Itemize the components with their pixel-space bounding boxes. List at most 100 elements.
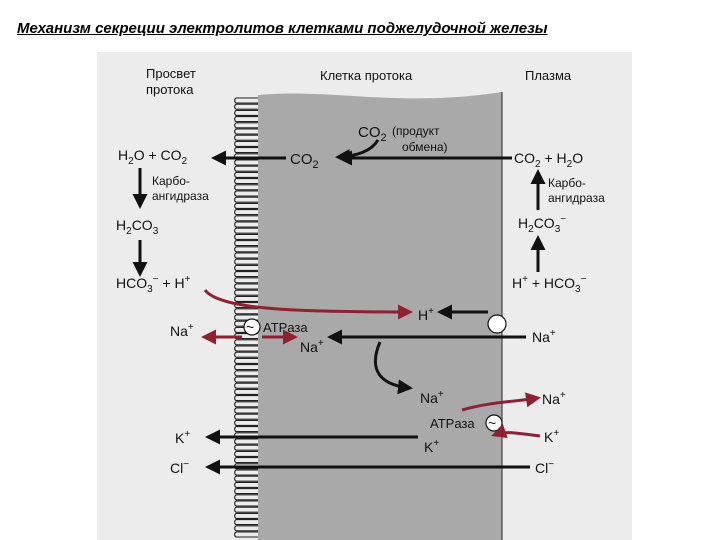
microvillus (234, 165, 258, 172)
plasma-h-hco3: H+ + HCO3− (512, 274, 587, 295)
microvillus (234, 178, 258, 185)
microvillus (234, 140, 258, 147)
microvillus (234, 401, 258, 408)
lumen-hco3-h: HCO3− + H+ (116, 274, 191, 295)
microvillus (234, 376, 258, 383)
lumen-header: Просвет (146, 66, 196, 81)
microvillus (234, 426, 258, 433)
microvillus (234, 171, 258, 178)
plasma-cl: Cl− (535, 459, 554, 476)
microvillus (234, 233, 258, 240)
na-to-plasma-arrow (461, 392, 541, 412)
k-into-cell-arrow (491, 423, 541, 439)
microvillus (234, 519, 258, 526)
microvillus (234, 413, 258, 420)
microvillus (234, 134, 258, 141)
microvillus (234, 190, 258, 197)
plasma-header: Плазма (525, 68, 572, 83)
microvillus (234, 345, 258, 352)
microvillus (234, 475, 258, 482)
atpase-left-icon (243, 318, 261, 336)
microvillus (234, 506, 258, 513)
microvillus (234, 364, 258, 371)
microvillus (234, 351, 258, 358)
microvillus (234, 357, 258, 364)
plasma-co2-h2o: CO2 + H2O (514, 150, 583, 170)
cell-k: K+ (424, 438, 439, 455)
cell-h: H+ (418, 306, 434, 323)
microvillus (234, 488, 258, 495)
plasma-carboanhydrase-1: Карбо- (548, 176, 586, 190)
microvillus (234, 388, 258, 395)
lumen-h2co3: H2CO3 (116, 217, 159, 237)
plasma-na-low: Na+ (542, 390, 566, 407)
microvillus (234, 320, 258, 327)
co2-product-note-2: обмена) (402, 140, 448, 154)
page-title: Механизм секреции электролитов клетками … (17, 20, 548, 37)
microvillus (234, 395, 258, 402)
cell-na: Na+ (300, 338, 324, 355)
lumen-k: K+ (175, 429, 190, 446)
microvillus (234, 531, 258, 538)
microvillus (234, 184, 258, 191)
lumen-carboanhydrase-2: ангидраза (152, 189, 209, 203)
microvillus (234, 246, 258, 253)
microvillus (234, 227, 258, 234)
microvillus (234, 196, 258, 203)
microvillus (234, 116, 258, 123)
microvillus (234, 314, 258, 321)
atpase-left-label: ATPаза (263, 320, 308, 335)
microvillus (234, 128, 258, 135)
brush-border (234, 97, 258, 538)
microvillus (234, 525, 258, 532)
plasma-k: K+ (544, 428, 559, 445)
microvillus (234, 450, 258, 457)
microvillus (234, 500, 258, 507)
microvillus (234, 370, 258, 377)
microvillus (234, 271, 258, 278)
microvillus (234, 481, 258, 488)
microvillus (234, 457, 258, 464)
microvillus (234, 147, 258, 154)
microvillus (234, 326, 258, 333)
plasma-h2co3: H2CO3− (518, 214, 566, 235)
microvillus (234, 264, 258, 271)
lumen-cl: Cl− (170, 459, 189, 476)
duct-cell (258, 92, 502, 540)
microvillus (234, 159, 258, 166)
atpase-right-label: ATPаза (430, 416, 475, 431)
cell-co2-product: CO2 (358, 124, 387, 144)
microvillus (234, 240, 258, 247)
microvillus (234, 202, 258, 209)
microvillus (234, 103, 258, 110)
h-secretion-arrow (203, 288, 413, 320)
na-curve-arrow (373, 341, 413, 395)
plasma-carboanhydrase-2: ангидраза (548, 191, 605, 205)
microvillus (234, 215, 258, 222)
cell-na-low: Na+ (420, 389, 444, 406)
microvillus (234, 339, 258, 346)
lumen-carboanhydrase-1: Карбо- (152, 174, 190, 188)
microvillus (234, 252, 258, 259)
microvillus (234, 469, 258, 476)
atpase-left-tilde: ~ (246, 319, 254, 335)
microvillus (234, 97, 258, 104)
microvillus (234, 438, 258, 445)
microvillus (234, 494, 258, 501)
microvillus (234, 407, 258, 414)
microvillus (234, 283, 258, 290)
microvillus (234, 209, 258, 216)
microvillus (234, 258, 258, 265)
microvillus (234, 109, 258, 116)
lumen-h2o-co2: H2O + CO2 (118, 147, 188, 167)
microvillus (234, 122, 258, 129)
cell-header: Клетка протока (320, 68, 413, 83)
co2-product-note-1: (продукт (392, 124, 440, 138)
plasma-na: Na+ (532, 328, 556, 345)
microvillus (234, 382, 258, 389)
atpase-right-tilde: ~ (488, 415, 496, 431)
microvillus (234, 221, 258, 228)
microvillus (234, 419, 258, 426)
cell-co2: CO2 (290, 151, 319, 171)
